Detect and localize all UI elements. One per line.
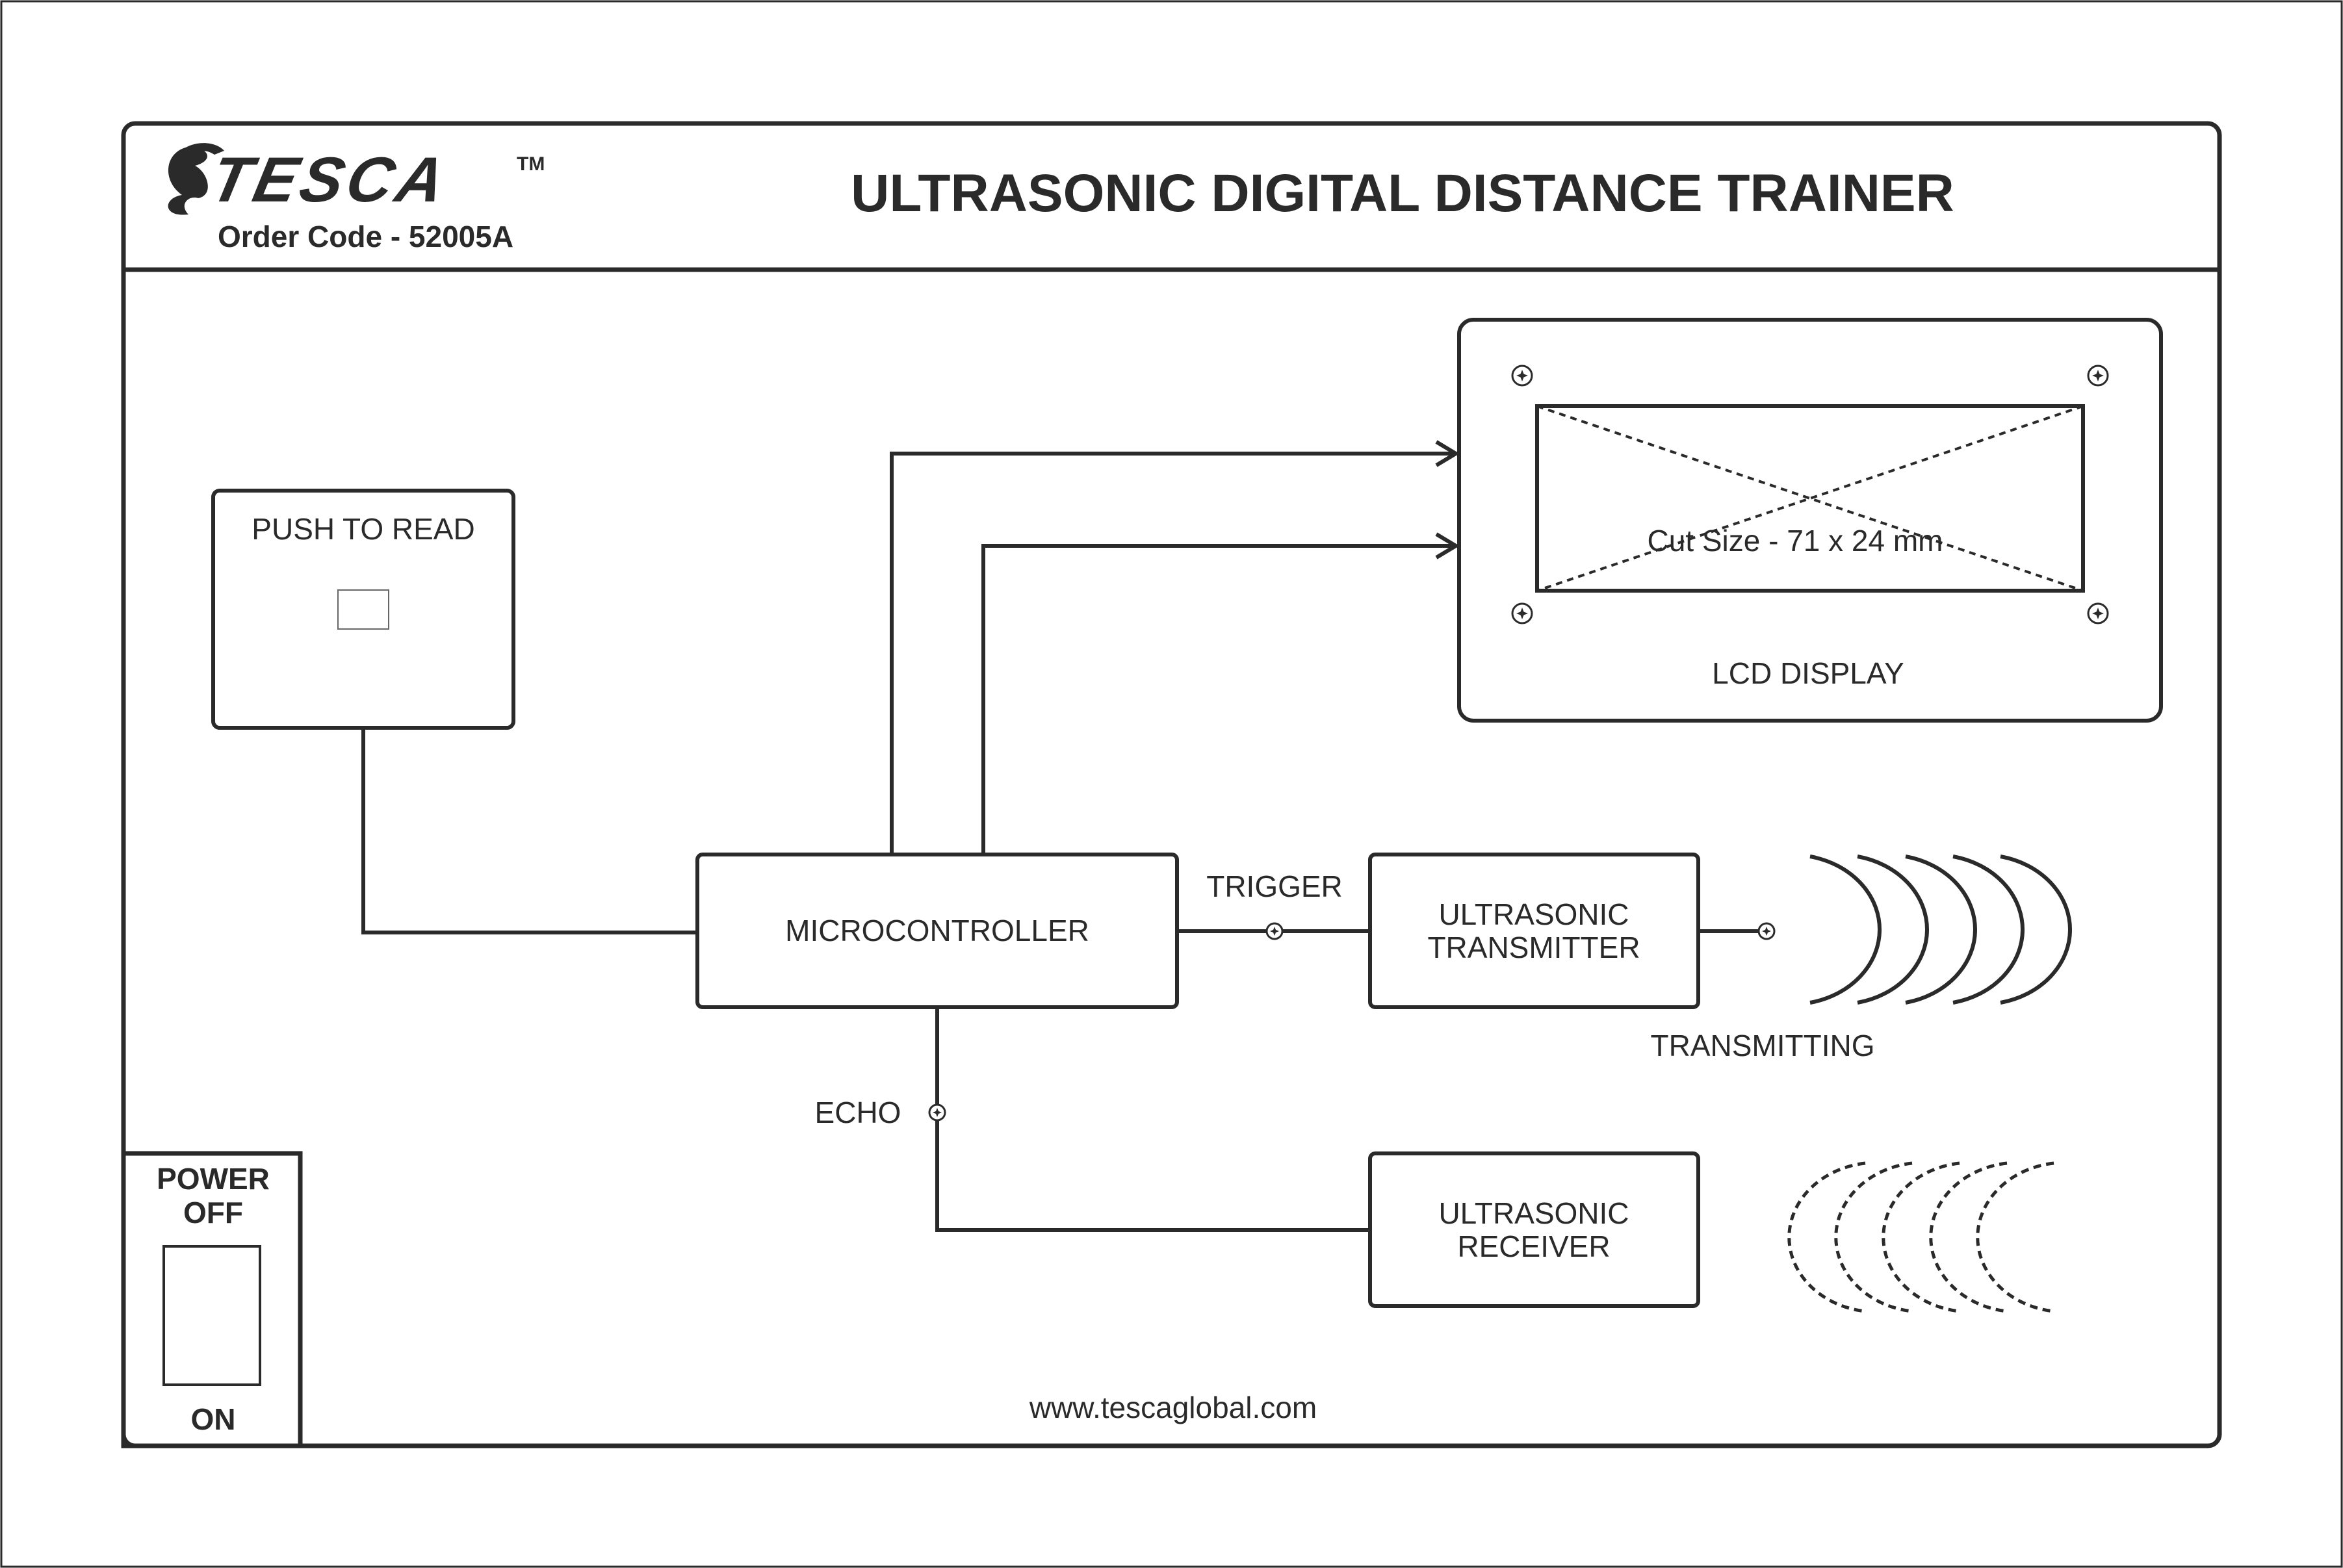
push-to-read-block: PUSH TO READ bbox=[211, 489, 515, 730]
tesca-swirl-tail-icon bbox=[175, 143, 224, 159]
receiver-label-line2: RECEIVER bbox=[1457, 1229, 1610, 1263]
website-url: www.tescaglobal.com bbox=[1029, 1391, 1317, 1424]
power-off-label-line1: POWER bbox=[157, 1162, 270, 1196]
push-button[interactable] bbox=[337, 589, 389, 630]
arrow-head-icon bbox=[1435, 532, 1460, 559]
panel-frame bbox=[121, 121, 2222, 1448]
test-point-transmitting[interactable] bbox=[1757, 922, 1776, 940]
page-title: ULTRASONIC DIGITAL DISTANCE TRAINER bbox=[851, 164, 1954, 223]
transmitter-label-line2: TRANSMITTER bbox=[1427, 931, 1640, 964]
transmitter-label-line1: ULTRASONIC bbox=[1438, 897, 1629, 931]
tesca-logo: TESCA TM Order Code - 52005A bbox=[168, 143, 545, 253]
transmitting-label: TRANSMITTING bbox=[1651, 1029, 1875, 1062]
power-switch-block: POWER OFF ON bbox=[121, 1151, 303, 1448]
lcd-display-label: LCD DISPLAY bbox=[1712, 656, 1904, 690]
lcd-outer-box bbox=[1457, 318, 2163, 723]
power-rocker-switch[interactable] bbox=[162, 1245, 261, 1386]
lcd-cutout bbox=[1535, 404, 2085, 593]
lcd-cutout-diagonal bbox=[1536, 405, 2084, 592]
test-point-echo[interactable] bbox=[928, 1103, 946, 1122]
power-off-label-line2: OFF bbox=[183, 1196, 243, 1229]
order-code: Order Code - 52005A bbox=[218, 220, 513, 253]
test-point-trigger[interactable] bbox=[1265, 922, 1284, 940]
lcd-cut-size: Cut Size - 71 x 24 mm bbox=[1647, 524, 1943, 558]
arrow-head-icon bbox=[1435, 440, 1460, 467]
wire-micro-to-lcd-upper bbox=[890, 454, 1454, 855]
received-waves-icon bbox=[1787, 1161, 2054, 1313]
wires bbox=[361, 454, 1767, 1232]
receiver-block: ULTRASONIC RECEIVER bbox=[1368, 1151, 1700, 1308]
wire-push-to-micro bbox=[361, 728, 697, 934]
push-to-read-label: PUSH TO READ bbox=[252, 512, 474, 546]
power-on-label: ON bbox=[191, 1402, 236, 1436]
lcd-cutout-diagonal bbox=[1536, 405, 2084, 592]
receiver-label-line1: ULTRASONIC bbox=[1438, 1196, 1629, 1230]
tesca-swirl-icon bbox=[168, 146, 208, 215]
screw-icon bbox=[2087, 365, 2109, 387]
brand-name: TESCA bbox=[204, 144, 454, 216]
echo-label: ECHO bbox=[815, 1096, 901, 1129]
lcd-display-block: Cut Size - 71 x 24 mm LCD DISPLAY bbox=[1457, 318, 2163, 723]
wire-micro-to-lcd-lower bbox=[981, 546, 1454, 855]
screw-icon bbox=[1511, 365, 1533, 387]
transmitted-waves-icon bbox=[1809, 855, 2073, 1005]
trigger-label: TRIGGER bbox=[1206, 869, 1343, 903]
microcontroller-label: MICROCONTROLLER bbox=[785, 914, 1089, 947]
screw-icon bbox=[1511, 602, 1533, 624]
power-switch-frame bbox=[121, 1151, 303, 1448]
screw-icon bbox=[2087, 602, 2109, 624]
brand-trademark: TM bbox=[517, 153, 545, 175]
wire-echo bbox=[935, 1007, 1370, 1232]
